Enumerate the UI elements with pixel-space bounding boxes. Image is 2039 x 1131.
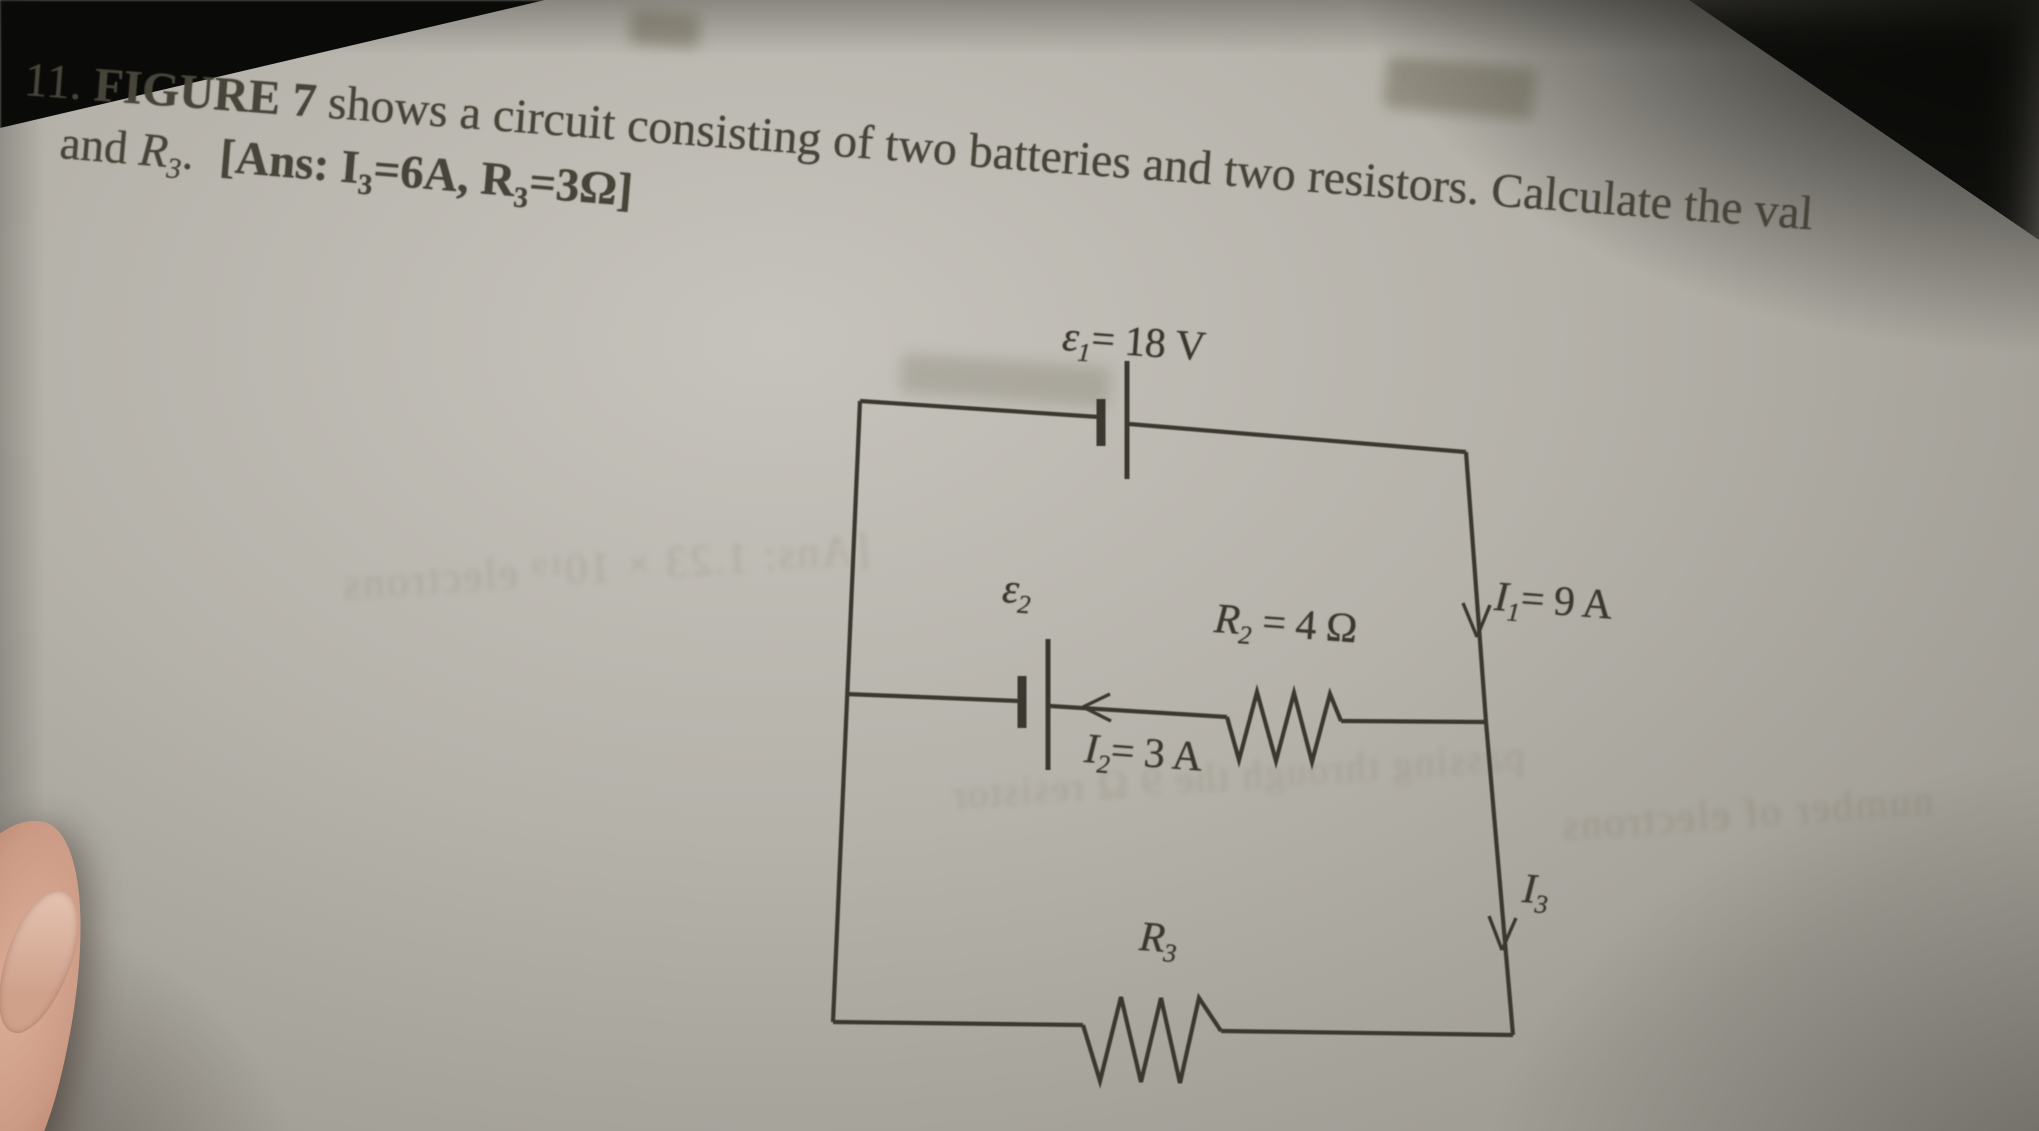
wire-left — [830, 400, 863, 1023]
current1-arrowhead — [1461, 602, 1492, 638]
wire-bottom-right — [1220, 1028, 1514, 1038]
resistor3-zigzag — [1080, 992, 1223, 1089]
wire-bottom-left — [832, 1019, 1084, 1028]
wire-middle-left — [845, 691, 1020, 704]
wire-top-right — [1128, 421, 1467, 455]
wire-top-left — [859, 398, 1100, 420]
resistor2-zigzag — [1224, 683, 1343, 771]
resistor2-label: R2 = 4 Ω — [1212, 596, 1359, 653]
current3-arrowhead — [1487, 915, 1518, 951]
emf2-label: ε2 — [1000, 566, 1032, 620]
current2-arrowhead — [1082, 692, 1112, 723]
emf1-label: ε1= 18 V — [1060, 314, 1207, 371]
current2-label: I2= 3 A — [1082, 726, 1204, 781]
resistor3-label: R3 — [1137, 914, 1178, 969]
wire-middle-center — [1049, 703, 1228, 720]
current3-label: I3 — [1520, 866, 1549, 920]
wire-right — [1463, 451, 1516, 1036]
wire-middle-right — [1340, 718, 1487, 725]
current1-label: I1= 9 A — [1492, 574, 1614, 629]
